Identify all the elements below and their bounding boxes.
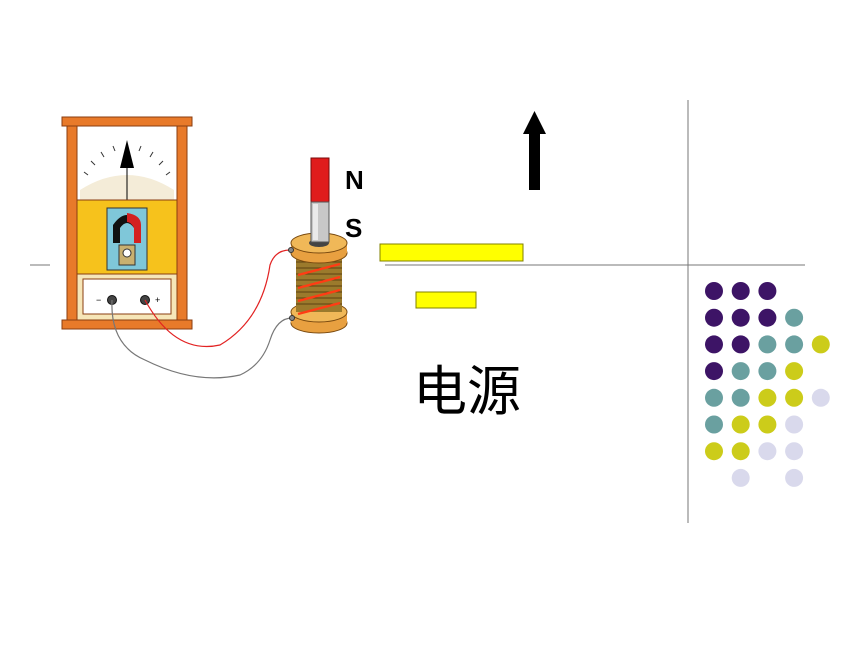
- coil-icon: [288, 232, 348, 334]
- north-pole-label: N: [345, 165, 364, 195]
- red-wire: [144, 249, 291, 348]
- grid-dot: [731, 308, 750, 327]
- grid-dot: [731, 468, 750, 487]
- grid-dot: [705, 335, 723, 354]
- long-yellow-bar: [379, 243, 524, 262]
- grid-dot: [731, 362, 750, 381]
- grid-dot: [705, 362, 723, 381]
- short-yellow-bar: [415, 291, 477, 309]
- bar-magnet-icon: [310, 157, 330, 243]
- grid-dot: [785, 388, 804, 407]
- grid-dot: [758, 442, 777, 461]
- grid-dot: [811, 335, 830, 354]
- grid-dot: [785, 335, 804, 354]
- south-pole-label: S: [345, 213, 362, 243]
- grid-dot: [785, 468, 804, 487]
- gray-wire: [111, 299, 293, 379]
- grid-dot: [705, 388, 723, 407]
- grid-dot: [705, 308, 723, 327]
- grid-dot: [758, 388, 777, 407]
- galvanometer-icon: − +: [61, 116, 193, 330]
- grid-dot: [811, 388, 830, 407]
- grid-dot: [785, 362, 804, 381]
- grid-dot: [705, 415, 723, 434]
- grid-dot: [758, 415, 777, 434]
- grid-dot: [785, 415, 804, 434]
- grid-dot: [758, 362, 777, 381]
- galvanometer-minus-label: −: [96, 295, 101, 305]
- grid-dot: [758, 308, 777, 327]
- grid-dot: [758, 335, 777, 354]
- arrow-up-icon: [523, 111, 546, 190]
- grid-dot: [705, 282, 723, 300]
- grid-dot: [731, 282, 750, 300]
- grid-dot: [731, 415, 750, 434]
- grid-dot: [785, 442, 804, 461]
- power-source-label: 电源: [413, 360, 521, 423]
- grid-dot: [758, 282, 777, 300]
- grid-dot: [785, 308, 804, 327]
- galvanometer-plus-label: +: [155, 295, 160, 305]
- grid-dot: [731, 388, 750, 407]
- grid-dot: [705, 442, 723, 461]
- grid-dot: [731, 335, 750, 354]
- decorative-dot-grid: [705, 282, 830, 487]
- grid-dot: [731, 442, 750, 461]
